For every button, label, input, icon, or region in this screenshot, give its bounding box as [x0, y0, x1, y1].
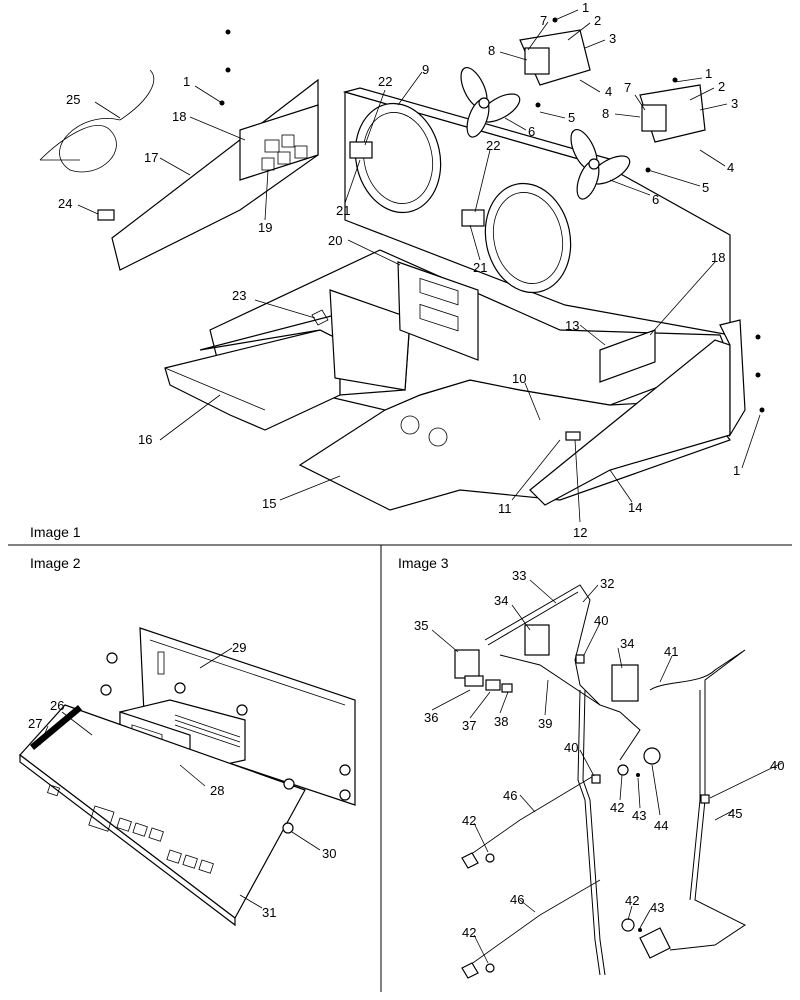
callout-40: 40: [594, 613, 608, 628]
callout-17: 17: [144, 150, 158, 165]
callout-29: 29: [232, 640, 246, 655]
callout-5: 5: [702, 180, 709, 195]
callout-7: 7: [624, 80, 631, 95]
callout-35: 35: [414, 618, 428, 633]
callout-28: 28: [210, 783, 224, 798]
callout-18: 18: [711, 250, 725, 265]
callout-6: 6: [528, 124, 535, 139]
callout-14: 14: [628, 500, 642, 515]
callout-41: 41: [664, 644, 678, 659]
callout-13: 13: [565, 318, 579, 333]
callout-32: 32: [600, 576, 614, 591]
callout-1: 1: [582, 0, 589, 15]
callout-3: 3: [609, 31, 616, 46]
callout-34: 34: [620, 636, 634, 651]
callout-24: 24: [58, 196, 72, 211]
callout-43: 43: [650, 900, 664, 915]
callout-26: 26: [50, 698, 64, 713]
callout-30: 30: [322, 846, 336, 861]
callout-33: 33: [512, 568, 526, 583]
callout-34: 34: [494, 593, 508, 608]
callout-40: 40: [564, 740, 578, 755]
callout-25: 25: [66, 92, 80, 107]
callout-8: 8: [602, 106, 609, 121]
callout-45: 45: [728, 806, 742, 821]
callout-38: 38: [494, 714, 508, 729]
image1-title: Image 1: [30, 524, 81, 540]
callout-2: 2: [718, 79, 725, 94]
callout-23: 23: [232, 288, 246, 303]
image1-drawing: [39, 17, 765, 511]
callout-21: 21: [473, 260, 487, 275]
callout-19: 19: [258, 220, 272, 235]
image3-labels: Image 3 33 32 34 34 35 36 37 38 39 40 40…: [398, 555, 784, 940]
callout-31: 31: [262, 905, 276, 920]
callout-46: 46: [503, 788, 517, 803]
callout-43: 43: [632, 808, 646, 823]
callout-3: 3: [731, 96, 738, 111]
callout-6: 6: [652, 192, 659, 207]
callout-18: 18: [172, 109, 186, 124]
callout-1: 1: [183, 74, 190, 89]
callout-20: 20: [328, 233, 342, 248]
callout-2: 2: [594, 13, 601, 28]
fan-blade-left: [460, 67, 521, 138]
callout-42: 42: [462, 925, 476, 940]
callout-39: 39: [538, 716, 552, 731]
callout-4: 4: [727, 160, 734, 175]
callout-10: 10: [512, 371, 526, 386]
callout-40: 40: [770, 758, 784, 773]
callout-27: 27: [28, 716, 42, 731]
callout-16: 16: [138, 432, 152, 447]
callout-37: 37: [462, 718, 476, 733]
callout-11: 11: [498, 501, 512, 516]
callout-46: 46: [510, 892, 524, 907]
callout-12: 12: [573, 525, 587, 540]
callout-36: 36: [424, 710, 438, 725]
image2-title: Image 2: [30, 555, 81, 571]
callout-1: 1: [733, 463, 740, 478]
image3-title: Image 3: [398, 555, 449, 571]
callout-21: 21: [336, 203, 350, 218]
image2-drawing: [19, 627, 356, 927]
callout-44: 44: [654, 818, 668, 833]
callout-4: 4: [605, 84, 612, 99]
callout-42: 42: [610, 800, 624, 815]
panel-dividers: [8, 544, 792, 992]
image2-labels: Image 2 29 26 27 28 30 31: [28, 555, 336, 920]
callout-22: 22: [378, 74, 392, 89]
fan-blade-right: [570, 129, 631, 200]
image3-drawing: [454, 584, 746, 979]
image1-labels: Image 1 1 2 3 4 5 6 7 8 9 1 2 3 4 5 6 7 …: [30, 0, 740, 540]
image1-leaders: [77, 9, 761, 523]
image2-leaders: [39, 647, 321, 909]
callout-15: 15: [262, 496, 276, 511]
callout-9: 9: [422, 62, 429, 77]
callout-8: 8: [488, 43, 495, 58]
callout-5: 5: [568, 110, 575, 125]
callout-42: 42: [625, 893, 639, 908]
callout-42: 42: [462, 813, 476, 828]
callout-22: 22: [486, 138, 500, 153]
callout-7: 7: [540, 13, 547, 28]
callout-1: 1: [705, 66, 712, 81]
image3-leaders: [431, 579, 783, 964]
